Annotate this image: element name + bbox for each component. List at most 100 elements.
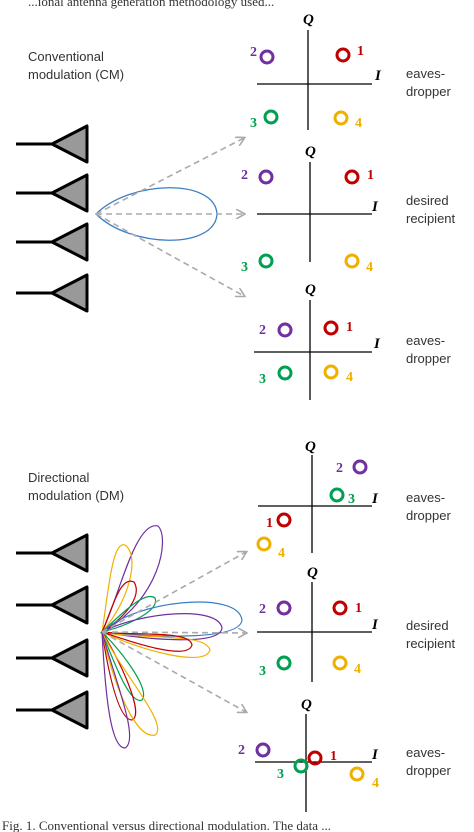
symbol-4-marker — [349, 766, 365, 782]
symbol-3-label: 3 — [259, 372, 266, 387]
symbol-2-marker — [276, 600, 292, 616]
cm-receiver-2-line2: recipient — [406, 211, 456, 226]
q-axis-label: Q — [301, 697, 312, 713]
symbol-3-marker — [329, 487, 345, 503]
symbol-4-label: 4 — [355, 116, 362, 131]
symbol-2-marker — [258, 169, 274, 185]
i-axis-label: I — [371, 491, 379, 507]
symbol-4-label: 4 — [354, 662, 361, 677]
cm-receiver-2-line1: desired — [406, 193, 449, 208]
dm-arrows — [101, 552, 246, 712]
dm-beam-blue-main — [100, 601, 243, 637]
symbol-3-label: 3 — [250, 116, 257, 131]
dm-title-line1: Directional — [28, 470, 90, 485]
symbol-2-marker — [255, 742, 271, 758]
symbol-1-label: 1 — [266, 516, 273, 531]
dm-receiver-1-line1: eaves- — [406, 490, 445, 505]
symbol-3-marker — [258, 253, 274, 269]
symbol-1-marker — [276, 512, 292, 528]
symbol-4-label: 4 — [366, 260, 373, 275]
symbol-1-marker — [307, 750, 323, 766]
symbol-3-label: 3 — [241, 260, 248, 275]
symbol-1-marker — [323, 320, 339, 336]
dm-beam-red-upper — [100, 580, 137, 634]
cm-receiver-1-line2: dropper — [406, 84, 451, 99]
cm-title-line2: modulation (CM) — [28, 67, 124, 82]
dm-beam-purple-upper — [100, 525, 164, 634]
dm-beam-green-lower — [101, 631, 145, 701]
symbol-4-label: 4 — [372, 776, 379, 791]
dm-beam-green-upper — [99, 595, 157, 634]
symbol-4-marker — [323, 364, 339, 380]
arrow-to-recipient — [101, 632, 246, 633]
top-caption: ...ional antenna generation methodology … — [28, 0, 274, 9]
dm-receiver-3-line1: eaves- — [406, 745, 445, 760]
dm-beam-yellow-lower — [101, 631, 159, 736]
i-axis-label: I — [371, 747, 379, 763]
symbol-2-label: 2 — [259, 602, 266, 617]
symbol-1-marker — [344, 169, 360, 185]
q-axis-label: Q — [305, 439, 316, 455]
symbol-3-label: 3 — [348, 492, 355, 507]
dm-constellation-eavesdropper-2: Q I 2 1 3 4 — [238, 697, 379, 812]
dm-beam-yellow-upper — [101, 544, 133, 634]
symbol-2-label: 2 — [241, 168, 248, 183]
i-axis-label: I — [371, 617, 379, 633]
symbol-3-marker — [276, 655, 292, 671]
antenna-icon — [16, 173, 89, 213]
cm-title-line1: Conventional — [28, 49, 104, 64]
antenna-icon — [16, 585, 89, 625]
dm-beam-purple-main — [100, 613, 223, 641]
bottom-caption: Fig. 1. Conventional versus directional … — [2, 818, 331, 832]
arrow-to-eavesdropper-2 — [101, 631, 246, 712]
dm-receiver-2-line2: recipient — [406, 636, 456, 651]
symbol-4-label: 4 — [278, 546, 285, 561]
symbol-2-label: 2 — [259, 323, 266, 338]
antenna-icon — [16, 273, 89, 313]
cm-receiver-3-line2: dropper — [406, 351, 451, 366]
symbol-2-marker — [352, 459, 368, 475]
symbol-4-marker — [333, 110, 349, 126]
i-axis-label: I — [373, 336, 381, 352]
antenna-icon — [16, 124, 89, 164]
arrow-to-eavesdropper-1 — [101, 552, 246, 633]
q-axis-label: Q — [305, 144, 316, 160]
antenna-icon — [16, 533, 89, 573]
dm-constellation-eavesdropper-1: Q I 2 1 3 4 — [256, 439, 379, 561]
symbol-2-marker — [277, 322, 293, 338]
symbol-3-marker — [277, 365, 293, 381]
dm-receiver-2-line1: desired — [406, 618, 449, 633]
cm-antenna-array — [16, 124, 89, 313]
cm-arrows — [95, 138, 244, 296]
arrow-to-eavesdropper-1 — [95, 138, 244, 215]
arrow-to-eavesdropper-2 — [95, 213, 244, 296]
symbol-1-label: 1 — [367, 168, 374, 183]
cm-receiver-1-line1: eaves- — [406, 66, 445, 81]
symbol-3-marker — [293, 758, 309, 774]
dm-antenna-array — [16, 533, 89, 730]
q-axis-label: Q — [303, 12, 314, 28]
symbol-4-label: 4 — [346, 370, 353, 385]
dm-beam-patterns — [99, 525, 243, 749]
symbol-3-marker — [263, 109, 279, 125]
symbol-4-marker — [332, 655, 348, 671]
cm-constellation-eavesdropper-1: Q I 2 1 3 4 — [250, 12, 382, 131]
antenna-icon — [16, 222, 89, 262]
symbol-3-label: 3 — [259, 664, 266, 679]
q-axis-label: Q — [305, 282, 316, 298]
dm-constellation-desired-recipient: Q I 2 1 3 4 — [257, 565, 379, 682]
dm-beam-red-lower — [101, 631, 137, 721]
symbol-2-label: 2 — [250, 45, 257, 60]
symbol-3-label: 3 — [277, 767, 284, 782]
symbol-1-label: 1 — [357, 44, 364, 59]
symbol-1-marker — [335, 47, 351, 63]
symbol-2-label: 2 — [336, 461, 343, 476]
symbol-1-label: 1 — [330, 749, 337, 764]
dm-receiver-3-line2: dropper — [406, 763, 451, 778]
symbol-4-marker — [256, 536, 272, 552]
dm-beam-yellow-main — [101, 631, 211, 658]
dm-receiver-1-line2: dropper — [406, 508, 451, 523]
i-axis-label: I — [374, 68, 382, 84]
symbol-4-marker — [344, 253, 360, 269]
